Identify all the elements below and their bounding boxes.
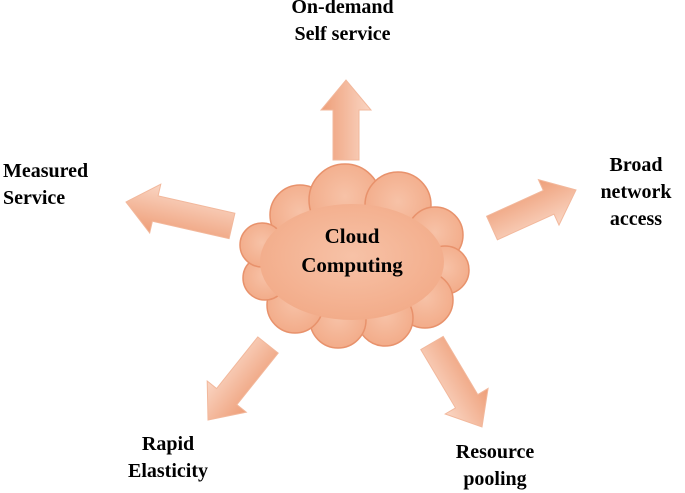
arrow-down-right-resource-pooling	[420, 335, 489, 428]
label-line: Service	[3, 187, 66, 209]
arrow-right-broad-network-access	[485, 178, 577, 241]
label-line: pooling	[463, 468, 527, 490]
arrow-left-measured-service	[125, 183, 236, 240]
block-arrow	[319, 79, 373, 161]
center-label-line2: Computing	[301, 253, 403, 277]
label-line: Measured	[3, 160, 89, 182]
label-rapid-elasticity: Rapid Elasticity	[118, 431, 218, 485]
label-line: Resource	[455, 441, 535, 463]
label-line: Self service	[294, 23, 391, 45]
label-resource-pooling: Resource pooling	[440, 439, 550, 493]
center-label-cloud-computing: Cloud Computing	[262, 222, 442, 280]
label-line: On-demand	[291, 0, 394, 18]
arrow-up-on-demand	[319, 79, 373, 161]
block-arrow	[125, 183, 236, 240]
block-arrow	[420, 335, 489, 428]
center-label-line1: Cloud	[324, 224, 380, 248]
label-line: access	[609, 208, 663, 230]
block-arrow	[485, 178, 577, 241]
cloud-shape	[239, 163, 470, 349]
arrow-down-left-rapid-elasticity	[206, 336, 279, 421]
block-arrow	[206, 336, 279, 421]
label-on-demand-self-service: On-demand Self service	[270, 0, 415, 48]
label-measured-service: Measured Service	[3, 158, 88, 212]
label-line: network	[600, 181, 672, 203]
label-broad-network-access: Broad network access	[590, 152, 682, 233]
label-line: Broad	[609, 154, 663, 176]
label-line: Elasticity	[128, 460, 208, 482]
label-line: Rapid	[141, 433, 195, 455]
